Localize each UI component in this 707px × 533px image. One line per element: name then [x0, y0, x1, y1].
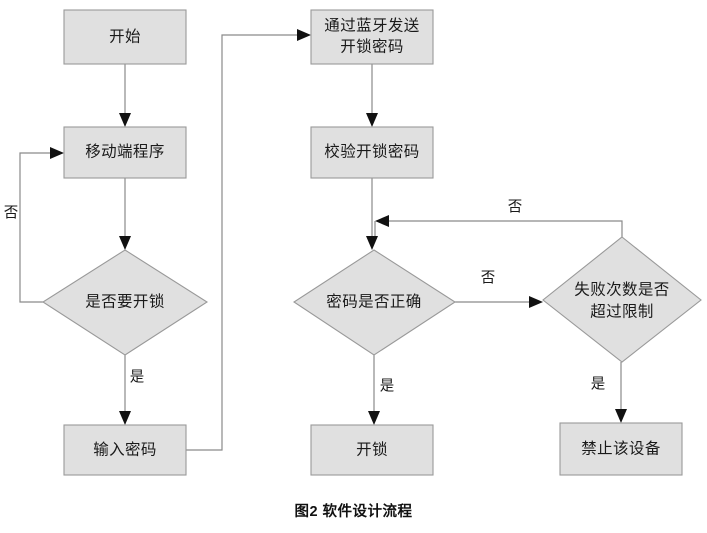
edge-mobile-app-to-want-unlock	[119, 178, 131, 250]
edge-fail-count-yes-to-ban-device	[615, 362, 627, 423]
node-verify-password[interactable]: 校验开锁密码	[310, 126, 434, 179]
node-input-password-label: 输入密码	[93, 441, 157, 459]
node-send-bluetooth-label-line2: 开锁密码	[340, 38, 404, 56]
edge-start-to-mobile-app	[119, 64, 131, 127]
edge-label-fail-count-yes: 是	[591, 376, 606, 392]
edge-input-password-to-send-bluetooth	[186, 29, 311, 451]
edge-label-want-unlock-no: 否	[4, 205, 19, 221]
edge-send-bluetooth-to-verify-password	[366, 64, 378, 127]
figure-caption: 图2 软件设计流程	[294, 504, 413, 520]
node-ban-device[interactable]: 禁止该设备	[559, 422, 683, 476]
node-verify-password-label: 校验开锁密码	[324, 143, 419, 161]
node-start[interactable]: 开始	[63, 9, 187, 65]
node-want-unlock[interactable]: 是否要开锁	[41, 249, 209, 356]
edge-want-unlock-yes-to-input-password	[119, 355, 131, 425]
node-input-password[interactable]: 输入密码	[63, 424, 187, 476]
node-fail-count-label-line1: 失败次数是否	[574, 281, 669, 299]
edge-fail-count-no-to-verify-password	[374, 215, 623, 237]
node-start-label: 开始	[109, 28, 141, 46]
node-send-bluetooth-label-line1: 通过蓝牙发送	[324, 17, 420, 35]
node-fail-count-exceeded[interactable]: 失败次数是否 超过限制	[542, 236, 702, 363]
node-want-unlock-label: 是否要开锁	[85, 293, 165, 311]
node-password-correct-label: 密码是否正确	[326, 293, 421, 311]
node-unlock-label: 开锁	[356, 441, 388, 459]
node-password-correct[interactable]: 密码是否正确	[292, 249, 457, 356]
node-unlock[interactable]: 开锁	[310, 424, 434, 476]
edge-want-unlock-no-to-mobile-app	[19, 147, 64, 303]
node-fail-count-label-line2: 超过限制	[590, 303, 654, 321]
node-mobile-app-label: 移动端程序	[85, 143, 165, 161]
edge-password-correct-yes-to-unlock	[368, 355, 380, 425]
edge-label-fail-count-no: 否	[508, 199, 523, 215]
node-ban-device-label: 禁止该设备	[581, 440, 661, 458]
node-mobile-app[interactable]: 移动端程序	[63, 126, 187, 179]
edge-label-password-correct-no: 否	[481, 270, 496, 286]
edge-label-want-unlock-yes: 是	[130, 369, 145, 385]
edge-verify-password-to-password-correct	[366, 178, 378, 250]
node-send-bluetooth[interactable]: 通过蓝牙发送 开锁密码	[310, 9, 434, 65]
edge-password-correct-no-to-fail-count	[455, 296, 543, 308]
edge-label-password-correct-yes: 是	[380, 378, 395, 394]
